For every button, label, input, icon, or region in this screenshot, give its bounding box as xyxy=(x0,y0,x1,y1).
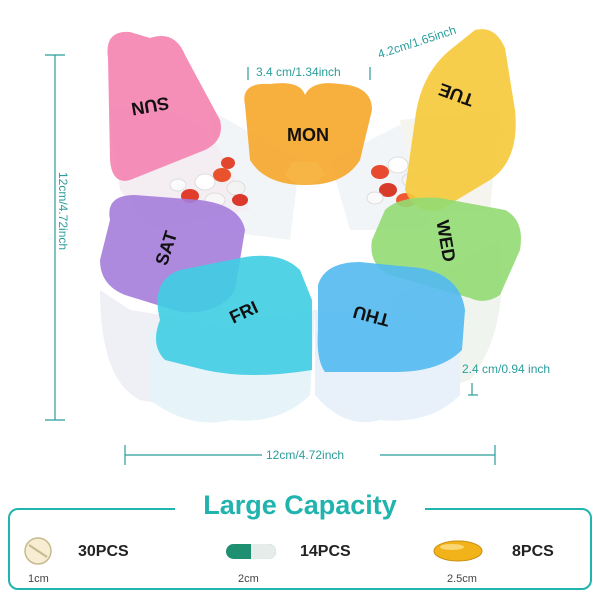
capacity-count-softgel: 8PCS xyxy=(512,543,554,560)
round-tablet-icon xyxy=(24,537,52,565)
capacity-count-capsule: 14PCS xyxy=(300,543,351,560)
lid-tue: TUE xyxy=(405,29,516,211)
lid-fri: FRI xyxy=(156,255,312,375)
day-label-mon: MON xyxy=(287,125,329,145)
dimension-total-height: 12cm/4.72inch xyxy=(56,172,70,251)
dimension-lid-width: 3.4 cm/1.34inch xyxy=(256,65,341,79)
capacity-title: Large Capacity xyxy=(175,490,425,521)
dimension-compartment-depth: 2.4 cm/0.94 inch xyxy=(462,362,551,376)
capacity-size-tablet: 1cm xyxy=(28,573,49,585)
capacity-count-tablet: 30PCS xyxy=(78,543,129,560)
capsule-icon xyxy=(226,544,276,559)
capacity-size-capsule: 2cm xyxy=(238,573,259,585)
softgel-icon xyxy=(433,540,483,562)
lid-sun: SUN xyxy=(107,31,221,181)
lid-mon: MON xyxy=(244,83,372,185)
dimension-total-width: 12cm/4.72inch xyxy=(266,448,345,462)
lid-thu: THU xyxy=(317,262,465,372)
capacity-size-softgel: 2.5cm xyxy=(447,573,477,585)
